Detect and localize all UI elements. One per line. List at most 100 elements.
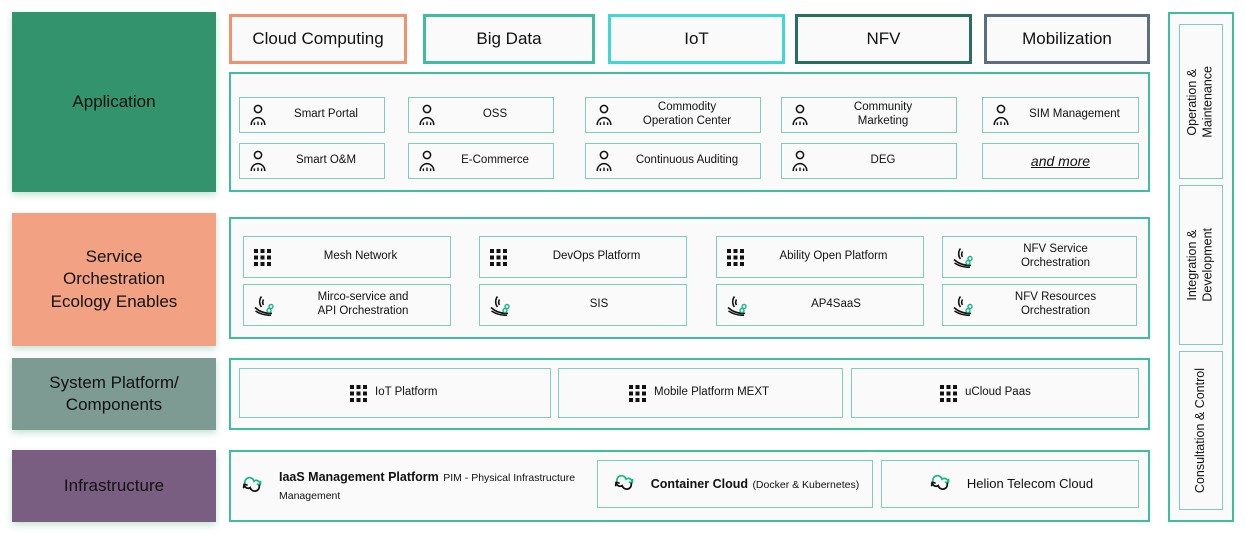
- sidebar-item-label: Integration & Development: [1185, 228, 1215, 302]
- infra-tile-title: IaaS Management Platform: [279, 470, 439, 484]
- grid-dots-icon: [340, 384, 367, 402]
- orchestration-fan-icon: [480, 294, 512, 316]
- service-tile-nfv-resources-orchestration[interactable]: NFV Resources Orchestration: [942, 284, 1137, 326]
- service-tile-label: NFV Service Orchestration: [1020, 243, 1091, 269]
- service-tile-label: Ability Open Platform: [779, 250, 888, 263]
- tab-nfv-label: NFV: [866, 29, 901, 48]
- tab-mobilization[interactable]: Mobilization: [984, 14, 1150, 64]
- infra-tile-text: Helion Telecom Cloud: [967, 475, 1093, 493]
- app-tile-label: Continuous Auditing: [635, 154, 739, 167]
- sidebar-item-consultation-control[interactable]: Consultation & Control: [1179, 351, 1223, 510]
- infra-tile-subtitle: (Docker & Kubernetes): [752, 479, 860, 491]
- infra-tile-subtitle: PIM - Physical Infrastructure Management: [279, 472, 576, 502]
- service-tile-label: SIS: [589, 298, 609, 311]
- cloud-icon: [927, 472, 961, 497]
- app-tile-label: Smart Portal: [294, 108, 358, 121]
- infra-tile-container-cloud[interactable]: Container Cloud (Docker & Kubernetes): [597, 460, 873, 508]
- service-tile-label: NFV Resources Orchestration: [1014, 291, 1097, 317]
- service-tile-label: Mirco-service and API Orchestration: [317, 291, 409, 317]
- layer-label-service: Service Orchestration Ecology Enables: [12, 213, 216, 346]
- service-tile-micro-service-api-orchestration[interactable]: Mirco-service and API Orchestration: [243, 284, 451, 326]
- app-tile-label: Community Marketing: [853, 101, 913, 127]
- layer-label-infrastructure-text: Infrastructure: [63, 475, 165, 495]
- cloud-icon: [239, 474, 273, 499]
- layer-label-application: Application: [12, 12, 216, 192]
- app-tile-label: OSS: [482, 108, 508, 121]
- system-tile-ucloud-paas[interactable]: uCloud Paas: [851, 368, 1139, 418]
- person-icon: [240, 104, 268, 126]
- tab-big-data-label: Big Data: [476, 29, 542, 48]
- tab-nfv[interactable]: NFV: [795, 14, 972, 64]
- person-icon: [586, 150, 614, 172]
- person-icon: [782, 104, 810, 126]
- app-tile-community-marketing[interactable]: Community Marketing: [781, 97, 957, 133]
- grid-dots-icon: [930, 384, 957, 402]
- system-tile-label: IoT Platform: [375, 386, 438, 399]
- app-tile-sim-management[interactable]: SIM Management: [982, 97, 1139, 133]
- system-tile-iot-platform[interactable]: IoT Platform: [239, 368, 551, 418]
- sidebar-item-operation-maintenance[interactable]: Operation & Maintenance: [1179, 24, 1223, 179]
- service-tile-ability-open-platform[interactable]: Ability Open Platform: [716, 236, 924, 278]
- app-tile-label: SIM Management: [1029, 108, 1120, 121]
- layer-label-system: System Platform/ Components: [12, 358, 216, 430]
- layer-label-system-text: System Platform/ Components: [49, 372, 179, 414]
- app-tile-deg[interactable]: DEG: [781, 143, 957, 179]
- infra-tile-text: IaaS Management Platform PIM - Physical …: [279, 468, 589, 504]
- tab-big-data[interactable]: Big Data: [423, 14, 595, 64]
- sidebar-item-label: Consultation & Control: [1193, 367, 1208, 494]
- sidebar-item-label: Operation & Maintenance: [1185, 65, 1215, 138]
- app-tile-continuous-auditing[interactable]: Continuous Auditing: [585, 143, 761, 179]
- grid-dots-icon: [480, 248, 507, 266]
- service-tile-label: Mesh Network: [323, 250, 398, 263]
- layer-label-application-text: Application: [72, 91, 156, 111]
- infra-tile-text: Container Cloud (Docker & Kubernetes): [651, 475, 859, 493]
- person-icon: [409, 104, 437, 126]
- orchestration-fan-icon: [943, 294, 975, 316]
- infra-tile-title: Container Cloud: [650, 477, 748, 491]
- person-icon: [409, 150, 437, 172]
- tab-cloud-computing-label: Cloud Computing: [252, 29, 384, 48]
- person-icon: [983, 104, 1011, 126]
- infra-tile-helion-telecom-cloud[interactable]: Helion Telecom Cloud: [881, 460, 1139, 508]
- tab-iot-label: IoT: [684, 29, 709, 48]
- service-tile-ap4saas[interactable]: AP4SaaS: [716, 284, 924, 326]
- tab-cloud-computing[interactable]: Cloud Computing: [229, 14, 407, 64]
- layer-label-service-text: Service Orchestration Ecology Enables: [50, 247, 178, 311]
- tab-iot[interactable]: IoT: [608, 14, 785, 64]
- app-tile-e-commerce[interactable]: E-Commerce: [408, 143, 554, 179]
- service-tile-devops-platform[interactable]: DevOps Platform: [479, 236, 687, 278]
- sidebar-item-integration-development[interactable]: Integration & Development: [1179, 185, 1223, 345]
- orchestration-fan-icon: [943, 246, 975, 268]
- app-tile-smart-portal[interactable]: Smart Portal: [239, 97, 385, 133]
- app-tile-smart-om[interactable]: Smart O&M: [239, 143, 385, 179]
- service-tile-nfv-service-orchestration[interactable]: NFV Service Orchestration: [942, 236, 1137, 278]
- infra-tile-iaas-management-platform[interactable]: IaaS Management Platform PIM - Physical …: [239, 460, 589, 512]
- cloud-icon: [611, 472, 645, 497]
- system-tile-mobile-platform-mext[interactable]: Mobile Platform MEXT: [558, 368, 843, 418]
- system-tile-label: uCloud Paas: [965, 386, 1031, 399]
- orchestration-fan-icon: [244, 294, 276, 316]
- system-tile-label: Mobile Platform MEXT: [654, 386, 770, 399]
- person-icon: [782, 150, 810, 172]
- service-tile-label: AP4SaaS: [811, 298, 861, 311]
- grid-dots-icon: [244, 248, 271, 266]
- app-tile-oss[interactable]: OSS: [408, 97, 554, 133]
- tab-mobilization-label: Mobilization: [1022, 29, 1112, 48]
- infra-tile-title: Helion Telecom Cloud: [966, 476, 1094, 491]
- service-tile-mesh-network[interactable]: Mesh Network: [243, 236, 451, 278]
- orchestration-fan-icon: [717, 294, 749, 316]
- grid-dots-icon: [619, 384, 646, 402]
- service-tile-label: DevOps Platform: [552, 250, 641, 263]
- app-tile-label: E-Commerce: [461, 154, 529, 167]
- app-tile-label: Smart O&M: [295, 154, 357, 167]
- grid-dots-icon: [717, 248, 744, 266]
- app-tile-label: and more: [1030, 152, 1091, 169]
- person-icon: [586, 104, 614, 126]
- app-tile-and-more[interactable]: and more: [982, 143, 1139, 179]
- app-tile-commodity-operation-center[interactable]: Commodity Operation Center: [585, 97, 761, 133]
- person-icon: [240, 150, 268, 172]
- layer-label-infrastructure: Infrastructure: [12, 450, 216, 522]
- service-tile-sis[interactable]: SIS: [479, 284, 687, 326]
- app-tile-label: Commodity Operation Center: [642, 101, 732, 127]
